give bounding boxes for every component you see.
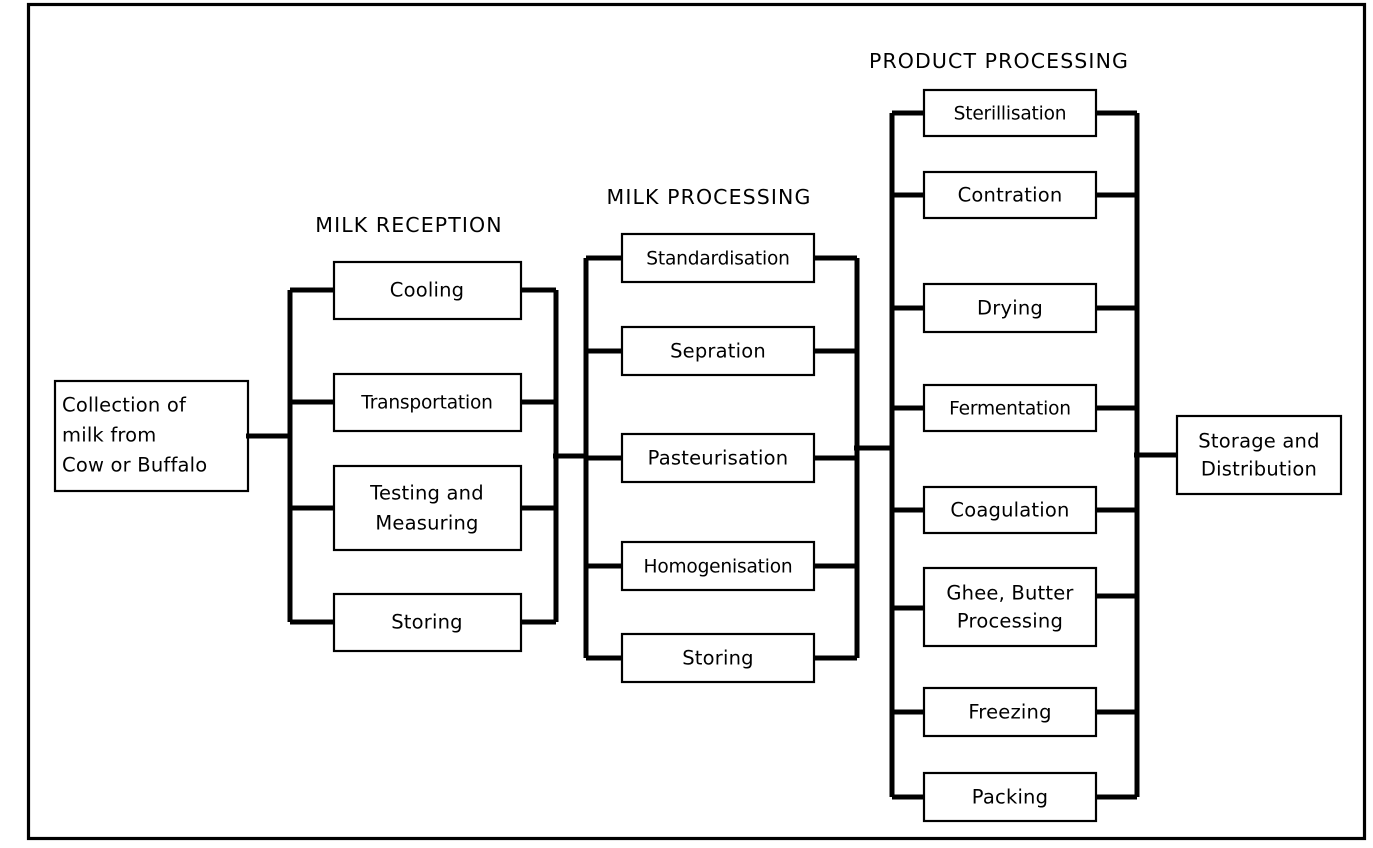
node-collection-line-1: Collection of — [62, 394, 187, 417]
node-drying-box — [922, 282, 1098, 334]
node-testing-and-measuring-box — [332, 464, 523, 552]
node-pasteurisation-box — [620, 432, 816, 484]
node-ghee-butter-processing: Ghee, Butter Processing — [922, 566, 1098, 648]
node-ghee-butter-processing-box — [922, 566, 1098, 648]
node-storing-reception: Storing — [332, 592, 523, 653]
node-ghee-butter-processing-line-1: Ghee, Butter — [946, 582, 1074, 605]
node-packing: Packing — [922, 771, 1098, 823]
node-standardisation-label: Standardisation — [646, 249, 789, 270]
node-storage-and-distribution-box — [1175, 414, 1343, 496]
node-standardisation: Standardisation — [620, 232, 816, 284]
node-standardisation-box — [620, 232, 816, 284]
node-transportation: Transportation — [332, 372, 523, 433]
node-storage-and-distribution: Storage and Distribution — [1175, 414, 1343, 496]
group-title-product-processing: PRODUCT PROCESSING — [869, 49, 1129, 73]
group-milk-reception: Cooling Transportation Testing and Measu… — [287, 260, 559, 653]
node-storing-processing-box — [620, 632, 816, 684]
node-storage-and-distribution-line-1: Storage and — [1198, 430, 1319, 453]
node-pasteurisation: Pasteurisation — [620, 432, 816, 484]
node-packing-box — [922, 771, 1098, 823]
node-homogenisation-label: Homogenisation — [644, 557, 793, 578]
diagram-frame — [26, 2, 1367, 841]
node-contration: Contration — [922, 170, 1098, 220]
node-collection: Collection of milk from Cow or Buffalo — [53, 379, 250, 493]
node-testing-and-measuring-line-1: Testing and — [369, 482, 484, 505]
group-title-milk-reception: MILK RECEPTION — [315, 213, 502, 237]
node-transportation-box — [332, 372, 523, 433]
node-sterillisation-label: Sterillisation — [954, 104, 1067, 125]
node-collection-line-3: Cow or Buffalo — [62, 454, 207, 477]
node-ghee-butter-processing-line-2: Processing — [957, 610, 1063, 633]
node-contration-box — [922, 170, 1098, 220]
node-storage-and-distribution-line-2: Distribution — [1201, 458, 1317, 481]
node-sterillisation-box — [922, 88, 1098, 138]
node-homogenisation: Homogenisation — [620, 540, 816, 592]
node-collection-line-2: milk from — [62, 424, 157, 447]
node-cooling-label: Cooling — [390, 279, 464, 302]
node-fermentation-label: Fermentation — [949, 399, 1071, 420]
node-fermentation: Fermentation — [922, 383, 1098, 433]
node-freezing-box — [922, 686, 1098, 738]
node-pasteurisation-label: Pasteurisation — [648, 447, 789, 470]
node-testing-and-measuring: Testing and Measuring — [332, 464, 523, 552]
node-coagulation-label: Coagulation — [950, 499, 1069, 522]
node-storing-processing: Storing — [620, 632, 816, 684]
node-freezing-label: Freezing — [968, 701, 1051, 724]
node-testing-and-measuring-line-2: Measuring — [375, 512, 478, 535]
node-sepration-label: Sepration — [670, 340, 766, 363]
node-transportation-label: Transportation — [360, 393, 492, 414]
group-milk-processing: Standardisation Sepration Pasteurisation — [583, 232, 860, 684]
node-packing-label: Packing — [972, 786, 1048, 809]
node-drying-label: Drying — [977, 297, 1043, 320]
node-storing-reception-label: Storing — [391, 611, 463, 634]
group-product-processing: Sterillisation Contration Drying Ferment… — [889, 88, 1140, 823]
node-freezing: Freezing — [922, 686, 1098, 738]
node-storing-reception-box — [332, 592, 523, 653]
node-collection-box — [53, 379, 250, 493]
node-coagulation-box — [922, 485, 1098, 535]
node-sterillisation: Sterillisation — [922, 88, 1098, 138]
node-fermentation-box — [922, 383, 1098, 433]
node-sepration: Sepration — [620, 325, 816, 377]
node-drying: Drying — [922, 282, 1098, 334]
node-coagulation: Coagulation — [922, 485, 1098, 535]
node-sepration-box — [620, 325, 816, 377]
node-cooling-box — [332, 260, 523, 321]
node-contration-label: Contration — [958, 184, 1063, 207]
group-title-milk-processing: MILK PROCESSING — [607, 185, 812, 209]
node-storing-processing-label: Storing — [682, 647, 754, 670]
node-cooling: Cooling — [332, 260, 523, 321]
node-homogenisation-box — [620, 540, 816, 592]
